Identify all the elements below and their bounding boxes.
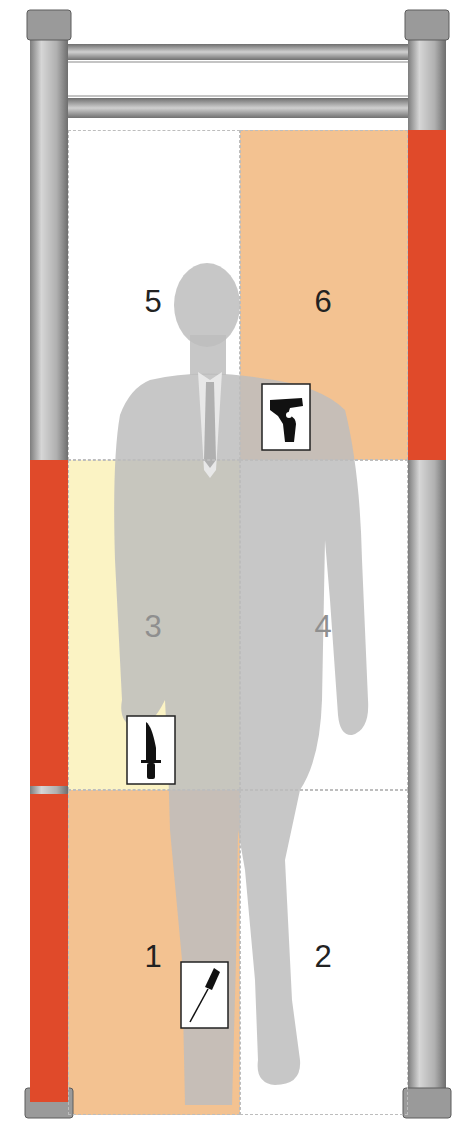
shirt-tie bbox=[198, 372, 222, 478]
zone-number: 2 bbox=[314, 941, 331, 972]
top-bar bbox=[40, 98, 420, 118]
zone-number: 3 bbox=[144, 611, 161, 642]
detection-zone: 6 bbox=[240, 130, 408, 460]
sensor-strip bbox=[408, 130, 446, 460]
zone-number: 1 bbox=[144, 941, 161, 972]
detection-zone: 5 bbox=[68, 130, 240, 460]
detection-zone: 2 bbox=[240, 790, 408, 1115]
right-pillar bbox=[408, 20, 446, 1100]
pillar-cap bbox=[27, 10, 71, 40]
zone-number: 4 bbox=[314, 611, 331, 642]
top-bar bbox=[40, 44, 420, 60]
knife-icon bbox=[127, 716, 175, 784]
gun-icon bbox=[262, 384, 310, 450]
detection-zone: 4 bbox=[240, 460, 408, 790]
zone-number: 6 bbox=[314, 286, 331, 317]
zone-number: 5 bbox=[144, 286, 161, 317]
pillar-cap bbox=[405, 10, 449, 40]
sensor-strip bbox=[30, 794, 68, 1102]
sensor-strip bbox=[30, 460, 68, 786]
detection-zone: 1 bbox=[68, 790, 240, 1115]
top-bar bbox=[40, 62, 420, 96]
screwdriver-icon bbox=[181, 962, 228, 1028]
tie bbox=[204, 382, 216, 468]
pillar-foot bbox=[403, 1088, 451, 1118]
person-silhouette bbox=[114, 263, 368, 1105]
detection-zone: 3 bbox=[68, 460, 240, 790]
